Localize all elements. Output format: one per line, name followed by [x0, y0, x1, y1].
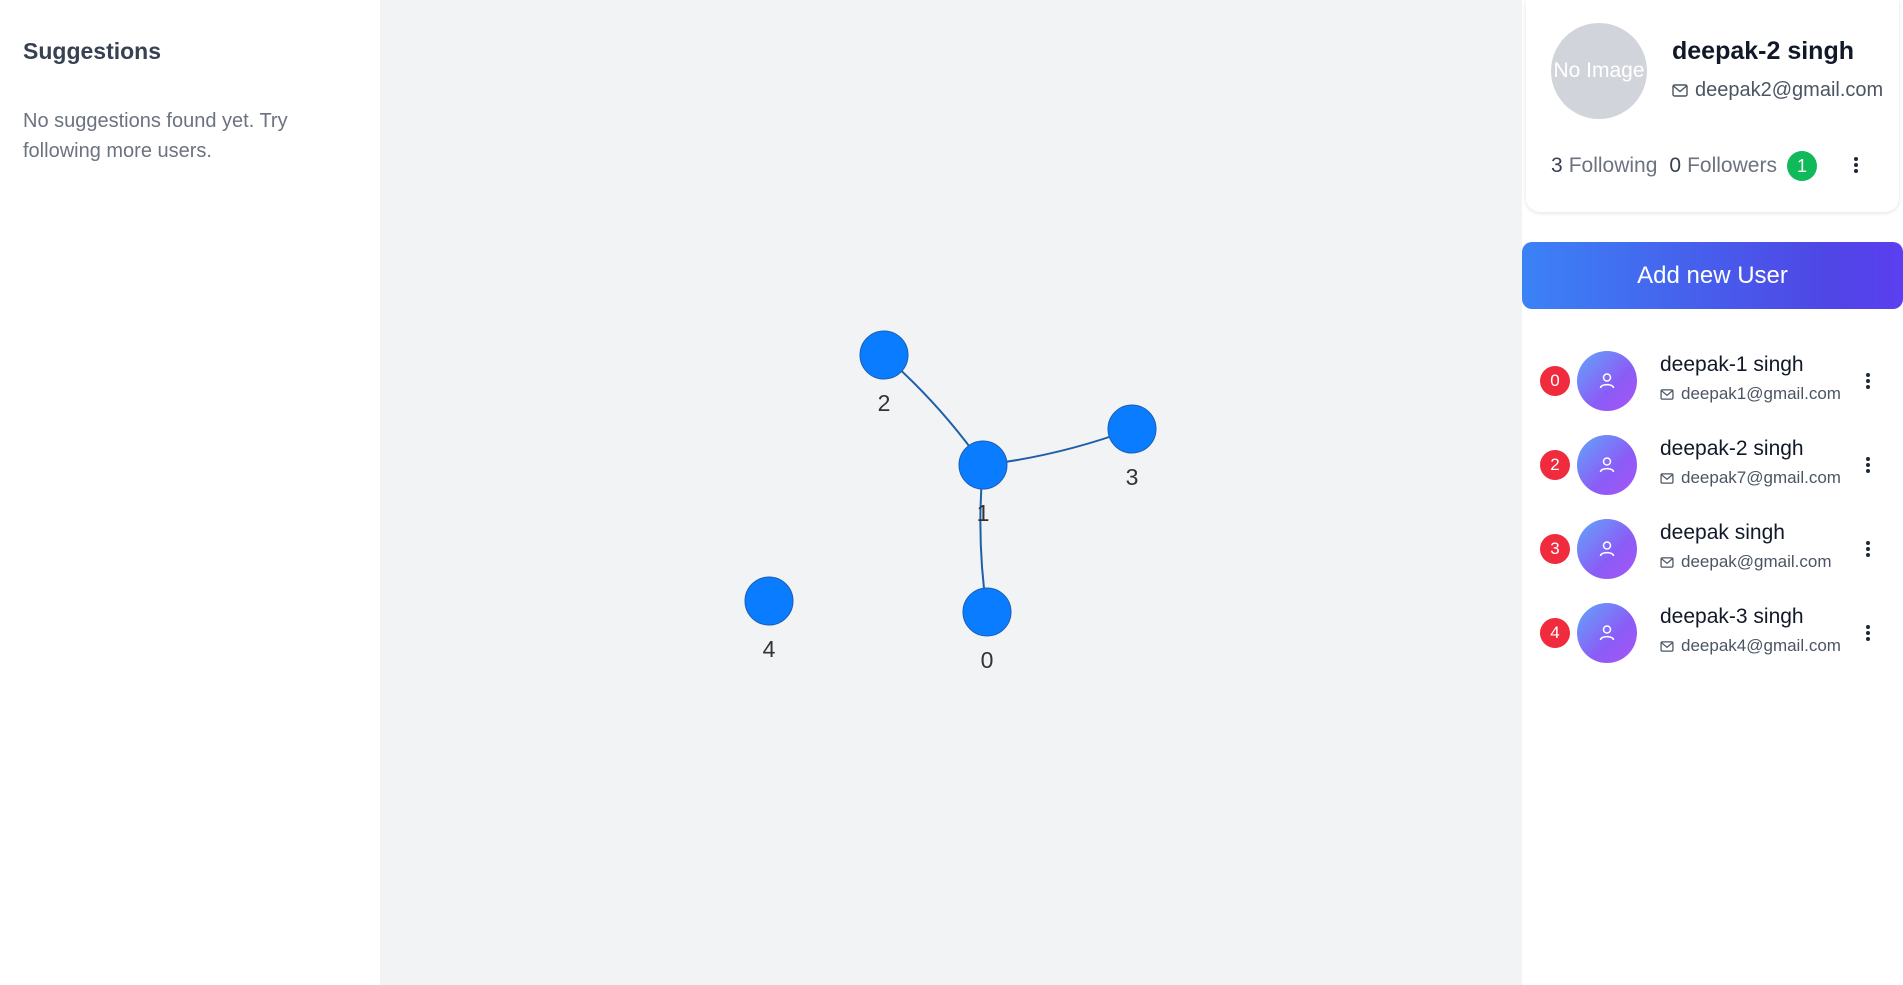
user-name: deepak-3 singh	[1660, 605, 1804, 628]
mail-icon	[1660, 388, 1674, 400]
add-new-user-button[interactable]: Add new User	[1522, 242, 1903, 309]
suggestions-panel: Suggestions No suggestions found yet. Tr…	[0, 0, 380, 985]
graph-node-0[interactable]	[962, 587, 1012, 637]
following-count[interactable]: 3	[1551, 154, 1563, 177]
followers-count[interactable]: 0	[1669, 154, 1682, 177]
user-icon	[1599, 457, 1615, 473]
user-menu-button[interactable]	[1863, 625, 1873, 641]
user-list-item[interactable]: 2 deepak-2 singh deepak7@gmail.com	[1522, 430, 1903, 500]
user-list-item[interactable]: 0 deepak-1 singh deepak1@gmail.com	[1522, 346, 1903, 416]
user-email-text: deepak4@gmail.com	[1681, 636, 1841, 655]
user-avatar[interactable]	[1577, 351, 1637, 411]
suggestions-empty-text: No suggestions found yet. Try following …	[23, 110, 288, 162]
mail-icon	[1660, 556, 1674, 568]
graph-node-3[interactable]	[1107, 404, 1157, 454]
user-list-item[interactable]: 4 deepak-3 singh deepak4@gmail.com	[1522, 598, 1903, 668]
user-menu-button[interactable]	[1863, 541, 1873, 557]
profile-stats: 3 Following 0 Followers 1	[1551, 151, 1817, 181]
more-vertical-icon	[1866, 457, 1870, 461]
user-badge: 0	[1540, 366, 1570, 396]
user-email: deepak7@gmail.com	[1660, 468, 1846, 488]
profile-email: deepak2@gmail.com	[1672, 79, 1892, 102]
user-name: deepak-2 singh	[1660, 437, 1804, 460]
more-vertical-icon	[1866, 373, 1870, 377]
graph-node-1[interactable]	[958, 440, 1008, 490]
user-avatar[interactable]	[1577, 603, 1637, 663]
profile-card: No Image deepak-2 singh deepak2@gmail.co…	[1526, 0, 1899, 212]
user-icon	[1599, 541, 1615, 557]
user-avatar[interactable]	[1577, 435, 1637, 495]
user-email: deepak1@gmail.com	[1660, 384, 1846, 404]
user-badge: 2	[1540, 450, 1570, 480]
profile-menu-button[interactable]	[1851, 157, 1861, 173]
user-name: deepak-1 singh	[1660, 353, 1804, 376]
more-vertical-icon	[1866, 541, 1870, 545]
graph-node-label: 1	[977, 500, 990, 526]
user-badge: 4	[1540, 618, 1570, 648]
mail-icon	[1660, 472, 1674, 484]
user-menu-button[interactable]	[1863, 457, 1873, 473]
more-vertical-icon	[1866, 625, 1870, 629]
graph-node-2[interactable]	[859, 330, 909, 380]
suggestions-title: Suggestions	[23, 38, 162, 64]
following-label[interactable]: Following	[1568, 154, 1658, 177]
user-avatar[interactable]	[1577, 519, 1637, 579]
user-email-text: deepak1@gmail.com	[1681, 384, 1841, 403]
user-icon	[1599, 373, 1615, 389]
graph-node-label: 4	[763, 636, 776, 662]
user-panel: No Image deepak-2 singh deepak2@gmail.co…	[1522, 0, 1903, 985]
mail-icon	[1672, 84, 1688, 97]
network-graph[interactable]: 0 1 2 3 4	[380, 0, 1522, 985]
graph-node-label: 3	[1126, 464, 1139, 490]
user-menu-button[interactable]	[1863, 373, 1873, 389]
profile-email-text: deepak2@gmail.com	[1695, 79, 1884, 101]
user-icon	[1599, 625, 1615, 641]
graph-node-label: 2	[878, 390, 891, 416]
user-badge: 3	[1540, 534, 1570, 564]
user-email: deepak4@gmail.com	[1660, 636, 1846, 656]
user-name: deepak singh	[1660, 521, 1785, 544]
user-list-item[interactable]: 3 deepak singh deepak@gmail.com	[1522, 514, 1903, 584]
graph-canvas[interactable]: 0 1 2 3 4	[380, 0, 1522, 985]
user-email: deepak@gmail.com	[1660, 552, 1846, 572]
profile-avatar: No Image	[1551, 23, 1647, 119]
user-email-text: deepak7@gmail.com	[1681, 468, 1841, 487]
more-vertical-icon	[1854, 157, 1858, 161]
followers-label[interactable]: Followers	[1687, 154, 1777, 177]
graph-node-4[interactable]	[744, 576, 794, 626]
graph-node-label: 0	[981, 647, 994, 673]
notification-badge: 1	[1786, 151, 1817, 181]
user-email-text: deepak@gmail.com	[1681, 552, 1832, 571]
profile-name: deepak-2 singh	[1672, 37, 1854, 65]
mail-icon	[1660, 640, 1674, 652]
